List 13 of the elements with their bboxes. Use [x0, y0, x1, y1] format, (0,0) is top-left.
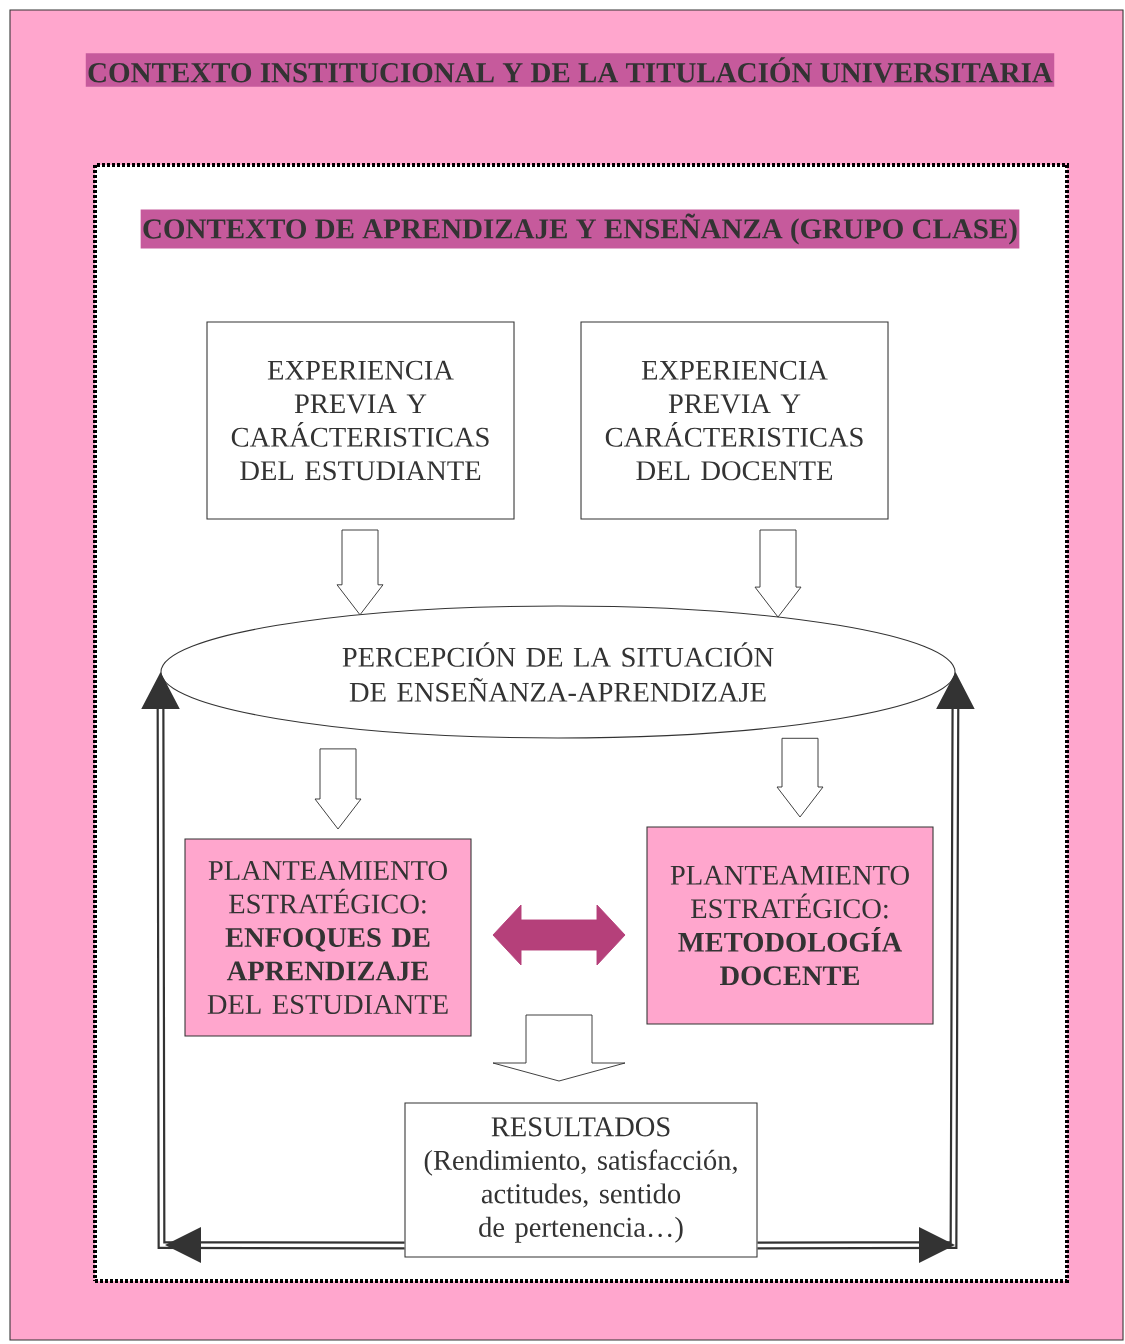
block-arrow [492, 1014, 626, 1082]
block-arrow [776, 737, 824, 818]
heading-band: CONTEXTO DE APRENDIZAJE Y ENSEÑANZA (GRUPO CLASE) [140, 209, 1020, 249]
heading-band: CONTEXTO INSTITUCIONAL Y DE LA TITULACIÓN UNIVERSITARIA [85, 53, 1055, 87]
process-box: EXPERIENCIA PREVIA Y CARÁCTERISTICAS DEL DOCENTE [580, 321, 889, 520]
block-arrow [314, 748, 362, 830]
strategy-box: PLANTEAMIENTO ESTRATÉGICO: ENFOQUES DE APRENDIZAJE DEL ESTUDIANTE [184, 838, 472, 1037]
block-arrow [336, 529, 384, 616]
block-arrow [754, 529, 802, 618]
double-arrow [492, 904, 626, 966]
results-box: RESULTADOS (Rendimiento, satisfacción, actitudes, sentido de pertenencia…) [404, 1102, 758, 1258]
process-box: EXPERIENCIA PREVIA Y CARÁCTERISTICAS DEL ESTUDIANTE [206, 321, 515, 520]
strategy-box: PLANTEAMIENTO ESTRATÉGICO: METODOLOGÍA DOCENTE [646, 826, 934, 1025]
